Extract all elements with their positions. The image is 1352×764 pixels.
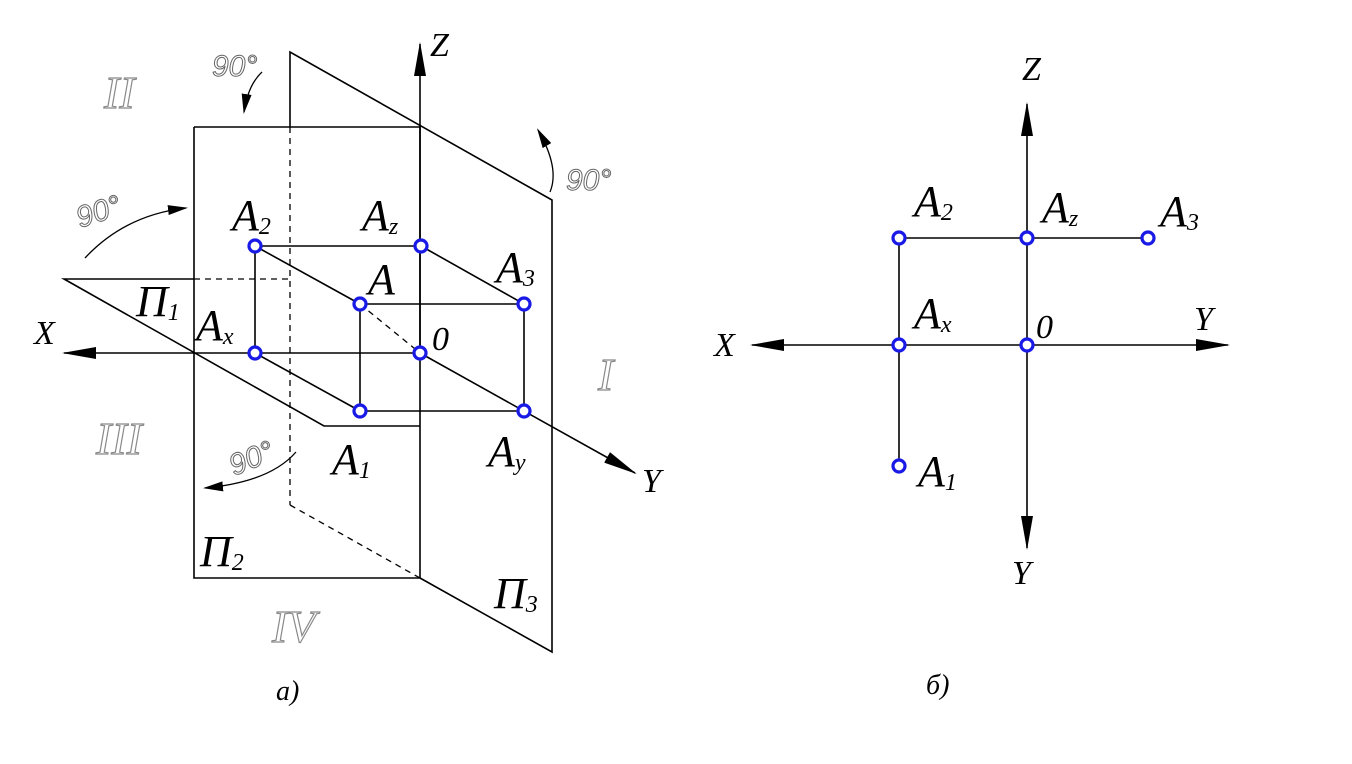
label-quadrant-1: I — [597, 349, 616, 400]
label-origin: 0 — [432, 321, 449, 358]
label-x-axis: X — [32, 315, 56, 352]
plane-p3-outline — [289, 50, 553, 654]
label-ax-b: Ax — [911, 289, 952, 338]
point-az-b — [1019, 230, 1035, 246]
point-ay — [516, 403, 532, 419]
label-quadrant-2: II — [103, 67, 137, 118]
label-ay: Ay — [485, 427, 526, 476]
label-origin-b: 0 — [1036, 309, 1053, 346]
point-ax — [247, 345, 263, 361]
panel-b: Z X Y Y 0 A2 Az A3 Ax A1 б) — [712, 51, 1230, 701]
rotation-arc-bottom — [203, 451, 297, 492]
line-a-origin-hidden — [359, 303, 421, 354]
label-plane-p1: П1 — [135, 277, 180, 326]
label-z-axis-b: Z — [1022, 51, 1042, 88]
point-a — [352, 296, 368, 312]
line-ax-a1 — [254, 352, 361, 412]
label-plane-p2: П2 — [199, 527, 244, 576]
point-a1-b — [891, 458, 907, 474]
panel-a: Z X Y 0 A2 Az A A3 Ax A1 Ay П1 П2 П3 II … — [32, 27, 664, 707]
rotation-arc-right — [536, 128, 554, 193]
rotation-arc-left — [84, 205, 188, 259]
caption-panel-a: а) — [276, 676, 299, 707]
label-a1-b: A1 — [915, 447, 957, 496]
rotation-arc-top — [241, 71, 263, 114]
point-a3 — [516, 296, 532, 312]
label-a2-b: A2 — [911, 177, 953, 226]
point-a3-b — [1140, 230, 1156, 246]
caption-panel-b: б) — [926, 670, 949, 701]
point-az — [413, 238, 429, 254]
point-a2 — [247, 238, 263, 254]
label-angle-top: 90° — [212, 50, 257, 83]
label-a3-b: A3 — [1157, 187, 1199, 236]
label-x-axis-b: X — [712, 327, 736, 364]
label-az-b: Az — [1039, 183, 1079, 232]
label-quadrant-3: III — [95, 413, 145, 464]
label-y-right-axis-b: Y — [1194, 301, 1216, 338]
label-ax: Ax — [193, 301, 234, 350]
label-angle-left: 90° — [72, 189, 125, 234]
point-a2-b — [891, 230, 907, 246]
plane-p3-hidden-bottom — [289, 504, 421, 579]
label-a2: A2 — [229, 191, 271, 240]
label-y-axis: Y — [642, 463, 664, 500]
label-a1: A1 — [329, 435, 371, 484]
point-origin — [412, 345, 428, 361]
label-quadrant-4: IV — [271, 601, 320, 652]
label-angle-right: 90° — [566, 164, 611, 197]
label-z-axis: Z — [430, 27, 450, 64]
point-origin-b — [1019, 337, 1035, 353]
label-plane-p3: П3 — [493, 569, 538, 618]
line-az-a3 — [420, 245, 525, 305]
label-a: A — [365, 255, 396, 304]
label-y-down-axis-b: Y — [1012, 555, 1034, 592]
label-angle-bottom: 90° — [224, 435, 278, 483]
point-ax-b — [891, 337, 907, 353]
point-a1 — [352, 403, 368, 419]
line-a2-a — [254, 245, 361, 305]
label-az: Az — [359, 191, 399, 240]
label-a3: A3 — [493, 243, 535, 292]
